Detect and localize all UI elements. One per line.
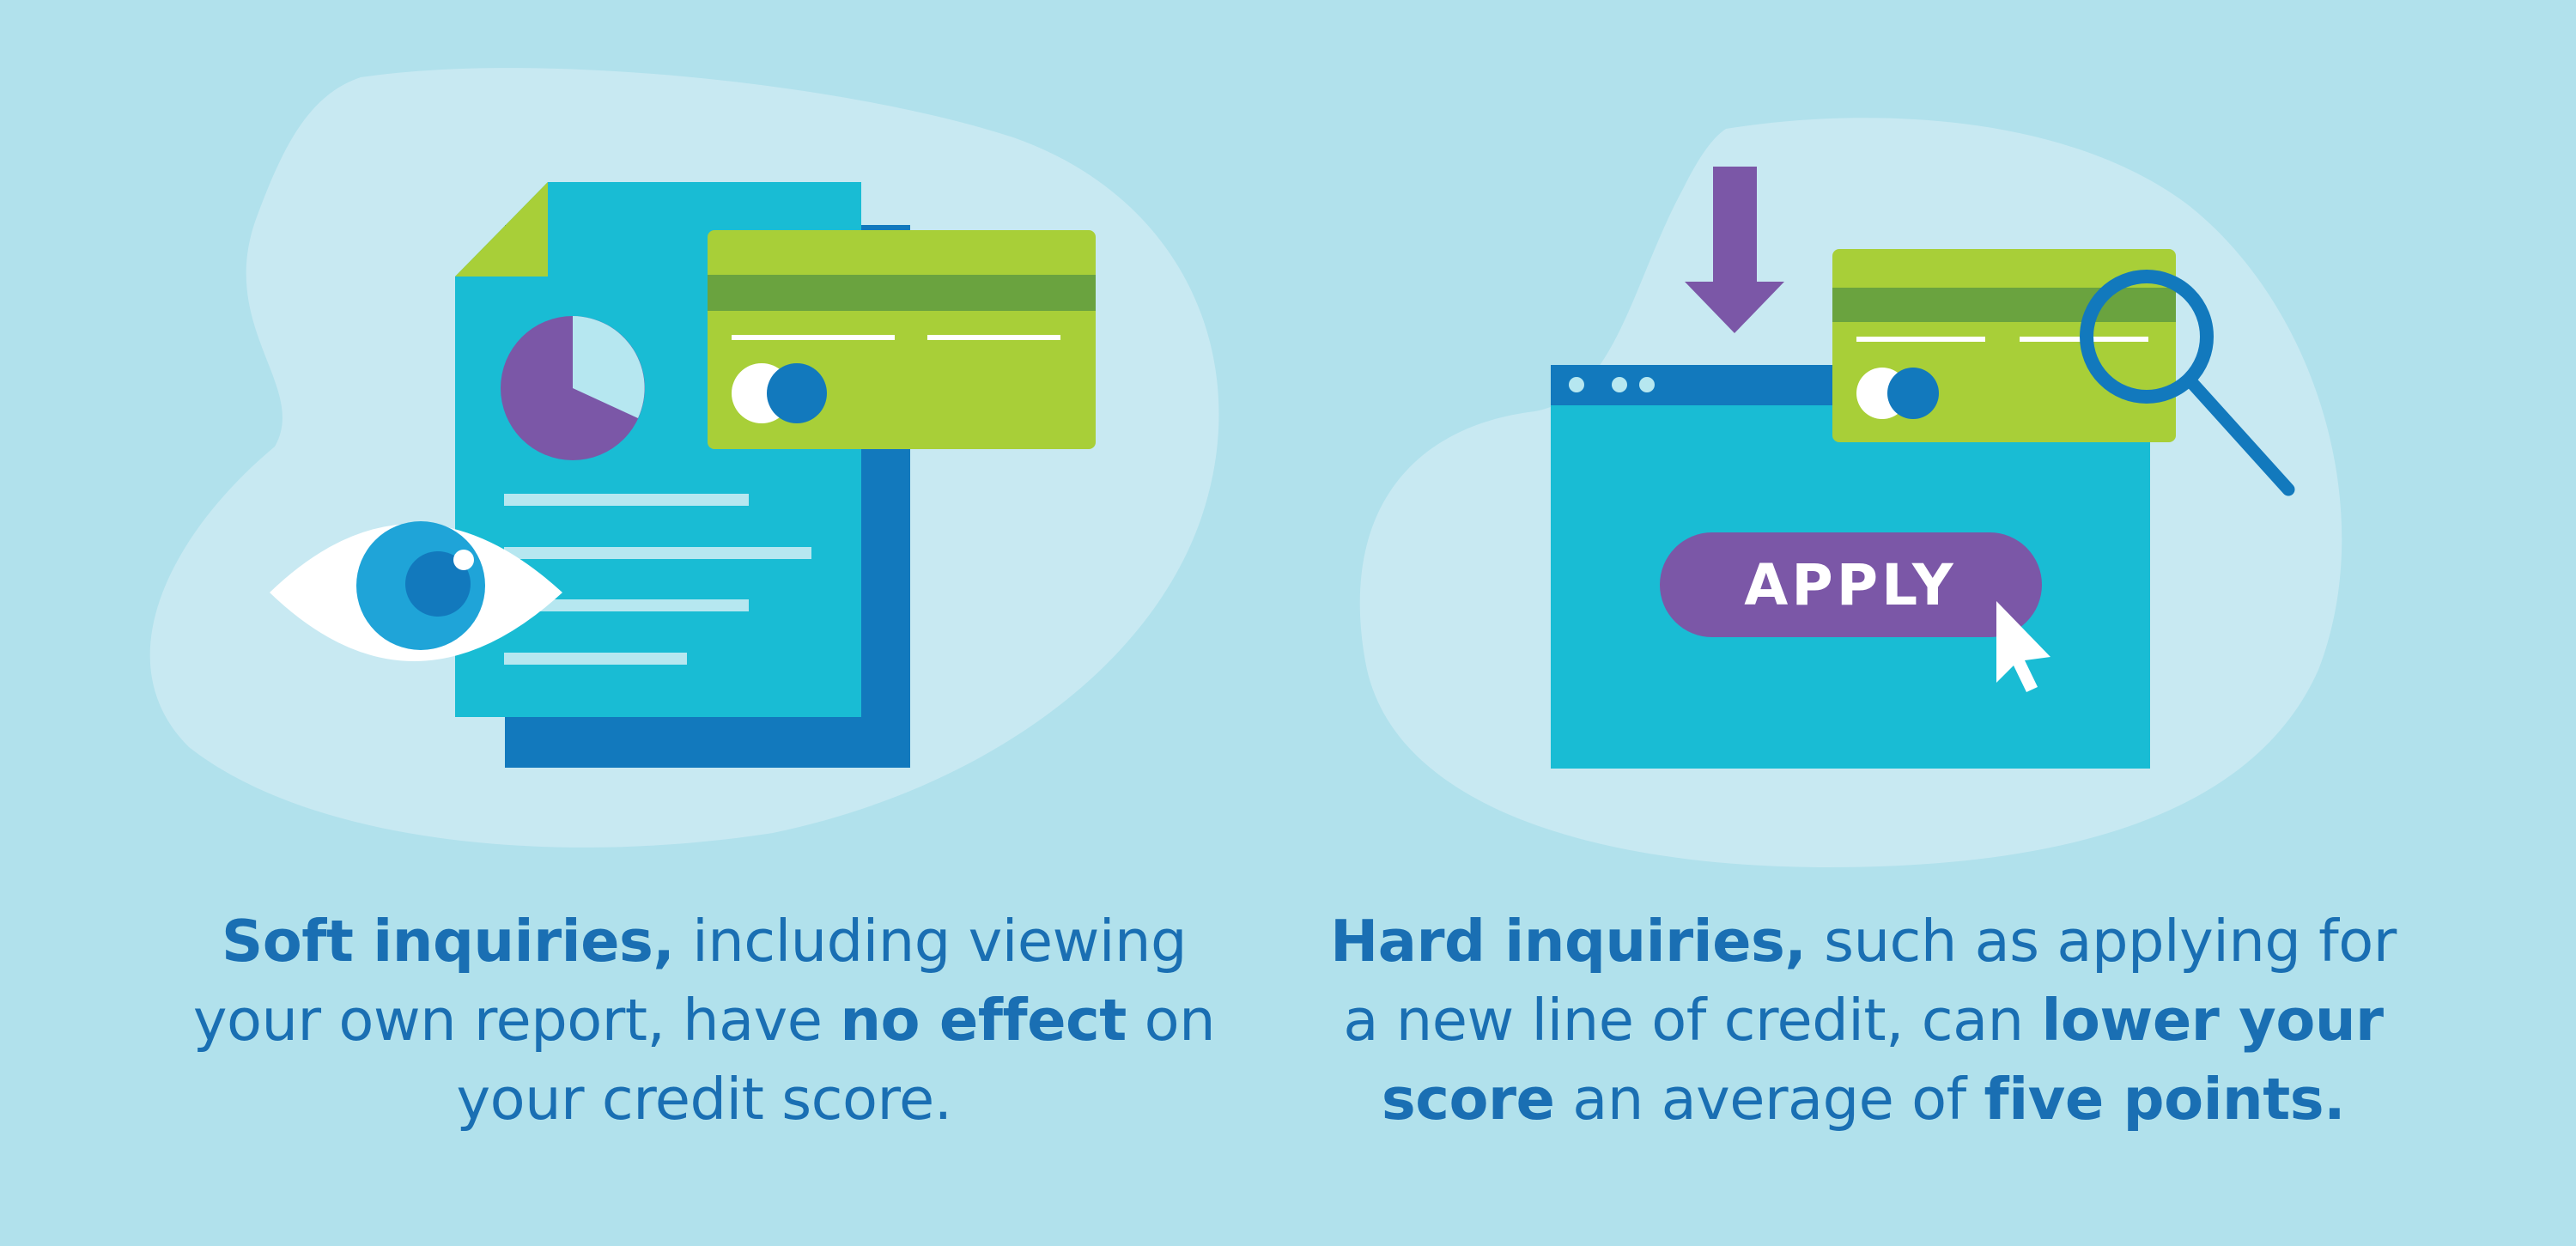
- pie-chart-icon: [501, 316, 645, 460]
- hard-inquiries-caption: Hard inquiries, such as applying for a n…: [1322, 902, 2404, 1139]
- soft-inquiries-caption: Soft inquiries, including viewing your o…: [172, 902, 1236, 1139]
- magnifier-lens: [2080, 270, 2214, 404]
- document-text-line: [504, 494, 749, 506]
- pie-highlight-slice: [573, 316, 645, 418]
- arrow-shaft: [1713, 167, 1757, 283]
- document-text-line: [504, 653, 687, 665]
- hard-inquiries-heading: Hard inquiries,: [1330, 908, 1807, 975]
- magnifying-glass-icon: [2080, 270, 2295, 496]
- hard-inquiries-text-middle: an average of: [1554, 1066, 1984, 1133]
- mouse-cursor-icon: [1996, 601, 2050, 692]
- card-logo-blue-circle: [767, 363, 827, 423]
- browser-dot: [1639, 377, 1655, 392]
- card-logo-blue-circle: [1887, 368, 1939, 419]
- card-line: [927, 335, 1060, 340]
- soft-inquiries-heading: Soft inquiries,: [222, 908, 675, 975]
- soft-inquiries-text: including viewing your own report, have: [192, 908, 1188, 1054]
- browser-dot: [1569, 377, 1584, 392]
- document-text-line: [504, 547, 811, 559]
- no-effect-emphasis: no effect: [840, 987, 1127, 1054]
- apply-button-label[interactable]: APPLY: [1744, 552, 1956, 618]
- down-arrow-icon: [1685, 167, 1784, 333]
- card-magnetic-stripe: [1832, 288, 2176, 322]
- card-line: [732, 335, 895, 340]
- five-points-emphasis: five points.: [1984, 1066, 2346, 1133]
- cursor-arrow: [1996, 601, 2050, 692]
- credit-card-icon: [708, 230, 1096, 449]
- lower-score-emphasis: lower your score: [1381, 987, 2384, 1133]
- hard-inquiries-text: such as applying for a new line of credi…: [1343, 908, 2397, 1054]
- document-text-line: [504, 599, 749, 611]
- browser-dot: [1612, 377, 1627, 392]
- card-magnetic-stripe: [708, 275, 1096, 311]
- card-line: [1856, 337, 1985, 342]
- eye-glint: [453, 550, 474, 570]
- credit-card-icon: [1832, 249, 2176, 442]
- apply-button[interactable]: APPLY: [1660, 532, 2042, 637]
- soft-inquiries-text-end: on your credit score.: [456, 987, 1216, 1133]
- eye-icon: [270, 521, 562, 661]
- arrow-head: [1685, 282, 1784, 333]
- document-corner-fold: [455, 182, 548, 277]
- apply-button-shape[interactable]: [1660, 532, 2042, 637]
- eye-pupil: [405, 551, 471, 617]
- magnifier-handle: [2185, 376, 2295, 496]
